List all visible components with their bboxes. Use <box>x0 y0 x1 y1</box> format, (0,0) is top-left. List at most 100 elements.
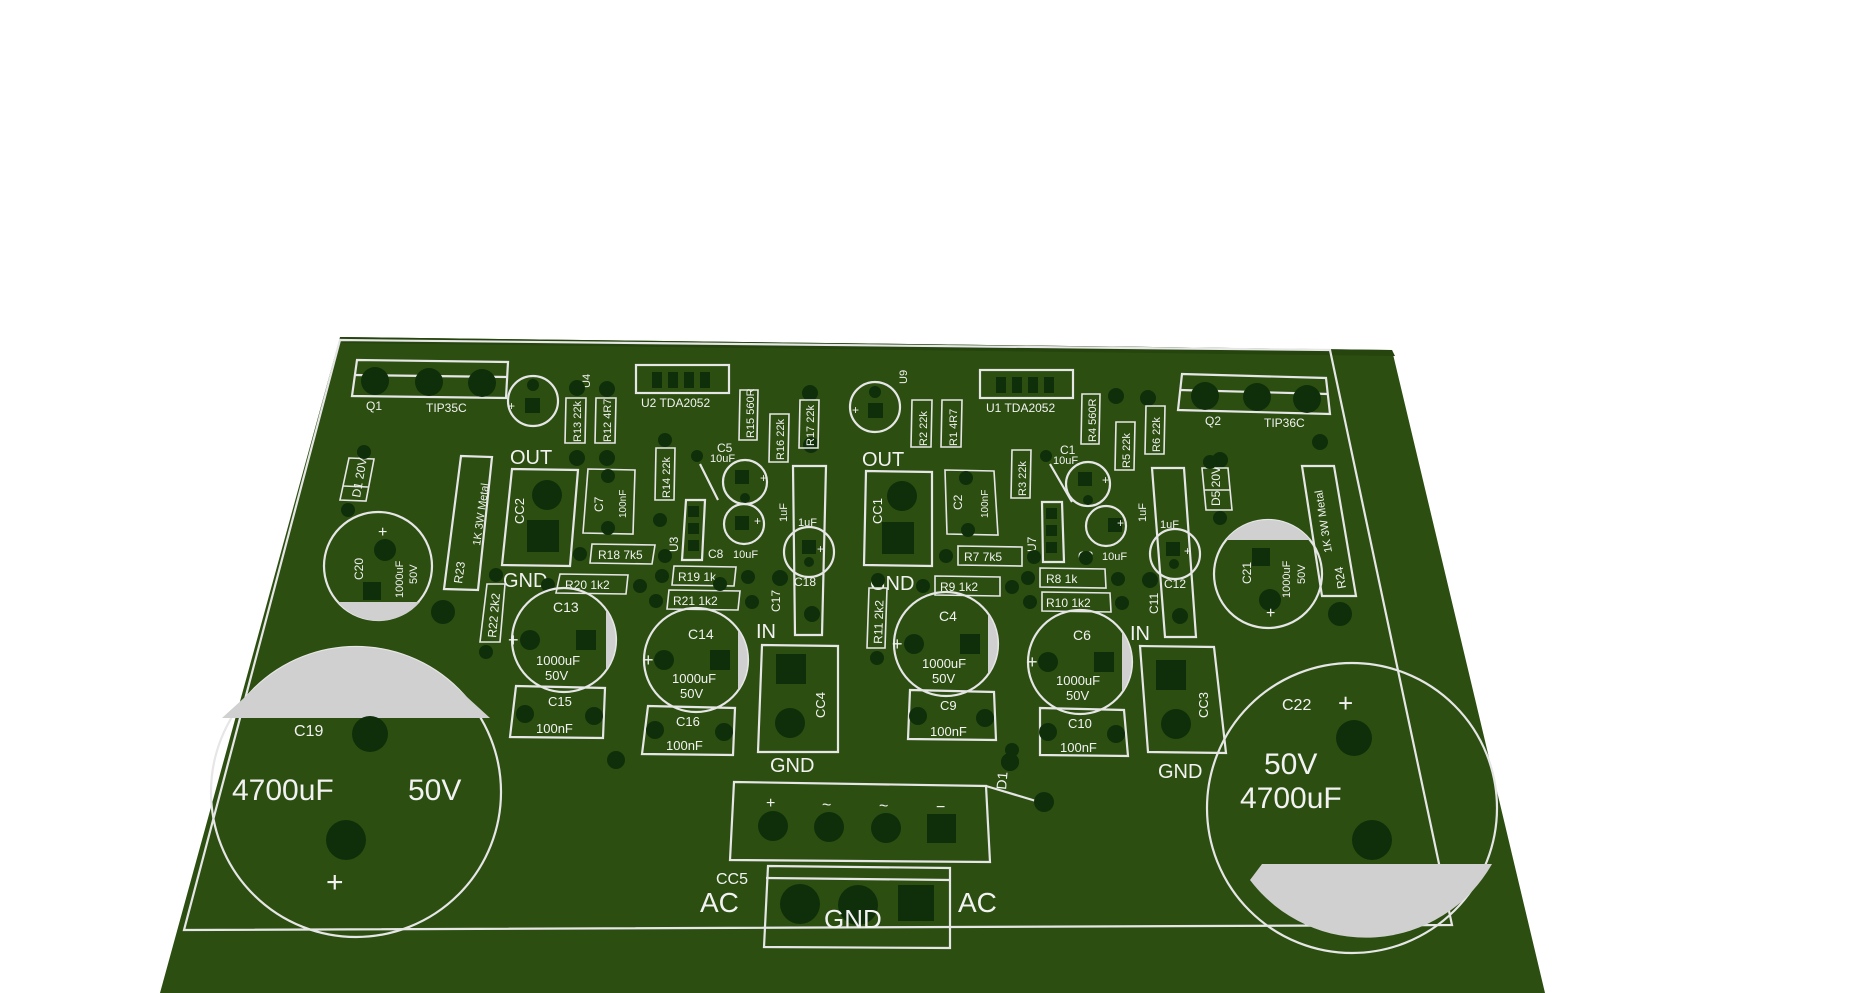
cc4-label: CC4 <box>813 692 828 718</box>
c15-capacitor: C15 100nF <box>508 684 607 740</box>
r5-label: R5 22k <box>1121 433 1133 468</box>
r9-label: R9 1k2 <box>940 580 978 594</box>
c22-value: 4700uF <box>1240 782 1342 815</box>
r19-resistor: R19 1k <box>671 565 737 587</box>
r21-label: R21 1k2 <box>673 594 718 608</box>
d5-zener-right: D5 20V <box>1201 466 1233 511</box>
c20-voltage: 50V <box>408 564 420 584</box>
c14-plus: + <box>643 650 654 670</box>
c5-label: C5 <box>717 441 733 455</box>
c19-value: 4700uF <box>232 774 334 807</box>
r5-resistor: R5 22k <box>1114 421 1136 471</box>
c15-value: 100nF <box>536 721 573 736</box>
r1-resistor: R1 4R7 <box>940 399 963 448</box>
u4-plus: + <box>508 399 515 413</box>
c5-capacitor: + C5 10uF <box>710 441 769 506</box>
r18-resistor: R18 7k5 <box>589 543 656 565</box>
c20-label: C20 <box>352 558 366 580</box>
c22-capacitor: C22 + 50V 4700uF <box>1205 661 1499 955</box>
c4-voltage: 50V <box>932 671 955 686</box>
r10-label: R10 1k2 <box>1046 596 1091 610</box>
r8-label: R8 1k <box>1046 572 1078 586</box>
c18-plus: + <box>817 542 824 556</box>
q2-part-label: TIP36C <box>1264 416 1305 430</box>
c16-value: 100nF <box>666 738 703 753</box>
gnd-left-label: GND <box>503 570 547 592</box>
c18-value: 1uF <box>798 517 817 529</box>
r23-label: R23 <box>451 560 468 584</box>
c21-value: 1000uF <box>1281 560 1293 598</box>
cc1-label: CC1 <box>870 498 885 524</box>
gnd-cc3-label: GND <box>1158 761 1202 783</box>
cc2-label: CC2 <box>512 498 527 524</box>
r8-resistor: R8 1k <box>1039 567 1107 589</box>
c2-value: 100nF <box>980 490 991 518</box>
in-right-label: IN <box>1130 623 1150 645</box>
cc3-label: CC3 <box>1196 692 1211 718</box>
u9-plus: + <box>852 403 859 417</box>
r14-resistor: R14 22k <box>654 447 676 501</box>
c2-label: C2 <box>951 494 965 510</box>
c9-capacitor: C9 100nF <box>906 688 998 742</box>
d1-left-label: D1 20V <box>349 457 370 499</box>
c11-value: 1uF <box>1137 503 1149 522</box>
c8-value: 10uF <box>733 549 758 561</box>
r17-label: R17 22k <box>805 405 817 446</box>
pcb-board <box>160 337 1545 993</box>
c15-label: C15 <box>548 694 572 709</box>
r13-resistor: R13 22k <box>564 397 587 444</box>
c6-plus: + <box>1027 652 1038 672</box>
c10-label: C10 <box>1068 716 1092 731</box>
c4-value: 1000uF <box>922 656 966 671</box>
d1-plus: + <box>766 795 775 812</box>
c16-capacitor: C16 100nF <box>640 704 737 757</box>
c3-value: 10uF <box>1102 551 1127 563</box>
c11-capacitor: 1uF C11 <box>1137 503 1161 614</box>
q2-transistor: Q2 TIP36C <box>1176 372 1332 430</box>
c17-capacitor: 1uF C17 <box>769 503 790 612</box>
board-outline <box>182 338 1454 932</box>
r12-label: R12 4R7 <box>602 399 614 442</box>
c22-voltage: 50V <box>1264 748 1317 781</box>
c8-plus: + <box>754 514 761 528</box>
c14-label: C14 <box>688 626 714 642</box>
u3-component: U3 <box>667 498 707 562</box>
d1-ac2: ~ <box>879 798 888 815</box>
c13-value: 1000uF <box>536 653 580 668</box>
c11-label: C11 <box>1147 593 1161 614</box>
r4-resistor: R4 560R <box>1080 393 1101 445</box>
c7-capacitor: C7 100nF <box>582 468 636 535</box>
r22-label: R22 2k2 <box>485 592 503 638</box>
c21-capacitor: + C21 1000uF 50V <box>1212 518 1324 630</box>
c1-value: 10uF <box>1053 455 1078 467</box>
gnd-cc4-label: GND <box>770 755 814 777</box>
c22-label: C22 <box>1282 697 1311 714</box>
r1-label: R1 4R7 <box>948 409 960 446</box>
c7-value: 100nF <box>618 490 629 518</box>
r11-label: R11 2k2 <box>871 600 887 645</box>
ac-right-label: AC <box>958 887 997 918</box>
cc5-label: CC5 <box>716 871 748 888</box>
r24-label: R24 <box>1332 565 1349 589</box>
c19-voltage: 50V <box>408 774 461 807</box>
r9-resistor: R9 1k2 <box>934 575 1001 597</box>
c9-label: C9 <box>940 698 957 713</box>
r3-resistor: R3 22k <box>1010 449 1032 499</box>
c1-capacitor: + C1 10uF <box>1053 443 1112 508</box>
u1-amplifier-ic: U1 TDA2052 <box>978 368 1075 415</box>
u9-label: U9 <box>898 370 910 384</box>
r3-label: R3 22k <box>1017 461 1029 496</box>
r10-resistor: R10 1k2 <box>1041 591 1112 613</box>
c14-value: 1000uF <box>672 671 716 686</box>
c3-plus: + <box>1117 516 1124 530</box>
d5-label: D5 20V <box>1209 466 1223 506</box>
u2-amplifier-ic: U2 TDA2052 <box>634 363 731 410</box>
cc2-connector: CC2 <box>500 467 580 568</box>
d1-minus: − <box>936 799 945 816</box>
u7-label: U7 <box>1025 536 1039 552</box>
cc3-connector: CC3 <box>1138 644 1228 755</box>
c1-label: C1 <box>1060 443 1076 457</box>
c13-voltage: 50V <box>545 668 568 683</box>
c1-plus: + <box>1102 473 1109 487</box>
